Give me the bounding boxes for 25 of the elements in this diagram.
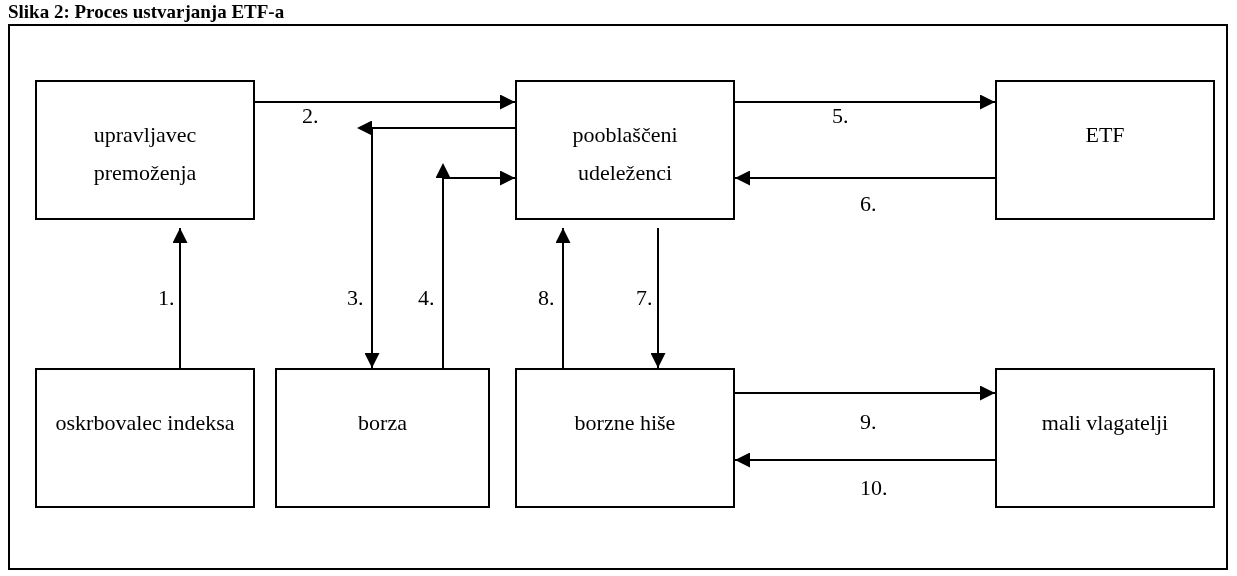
arrow — [172, 227, 188, 369]
arrow — [734, 452, 996, 468]
process-box — [35, 368, 255, 508]
box-label: oskrbovalec indeksa — [54, 409, 236, 437]
arrow — [436, 163, 516, 369]
box-label: mali vlagatelji — [1040, 409, 1170, 437]
process-box — [995, 368, 1215, 508]
process-box — [515, 368, 735, 508]
box-label: upravljavec premoženja — [92, 121, 198, 187]
process-box — [995, 80, 1215, 220]
box-label: ETF — [1084, 121, 1126, 149]
arrow — [734, 94, 996, 110]
process-box — [275, 368, 490, 508]
arrow — [734, 170, 996, 186]
box-label: borza — [357, 409, 408, 437]
arrow — [734, 385, 996, 401]
arrow — [650, 227, 666, 369]
arrow — [555, 227, 571, 369]
box-label: borzne hiše — [573, 409, 677, 437]
process-box — [35, 80, 255, 220]
process-box — [515, 80, 735, 220]
arrow — [254, 94, 516, 110]
arrow — [357, 121, 516, 369]
box-label: pooblaščeni udeleženci — [571, 121, 679, 187]
figure-title: Slika 2: Proces ustvarjanja ETF-a — [8, 1, 285, 23]
